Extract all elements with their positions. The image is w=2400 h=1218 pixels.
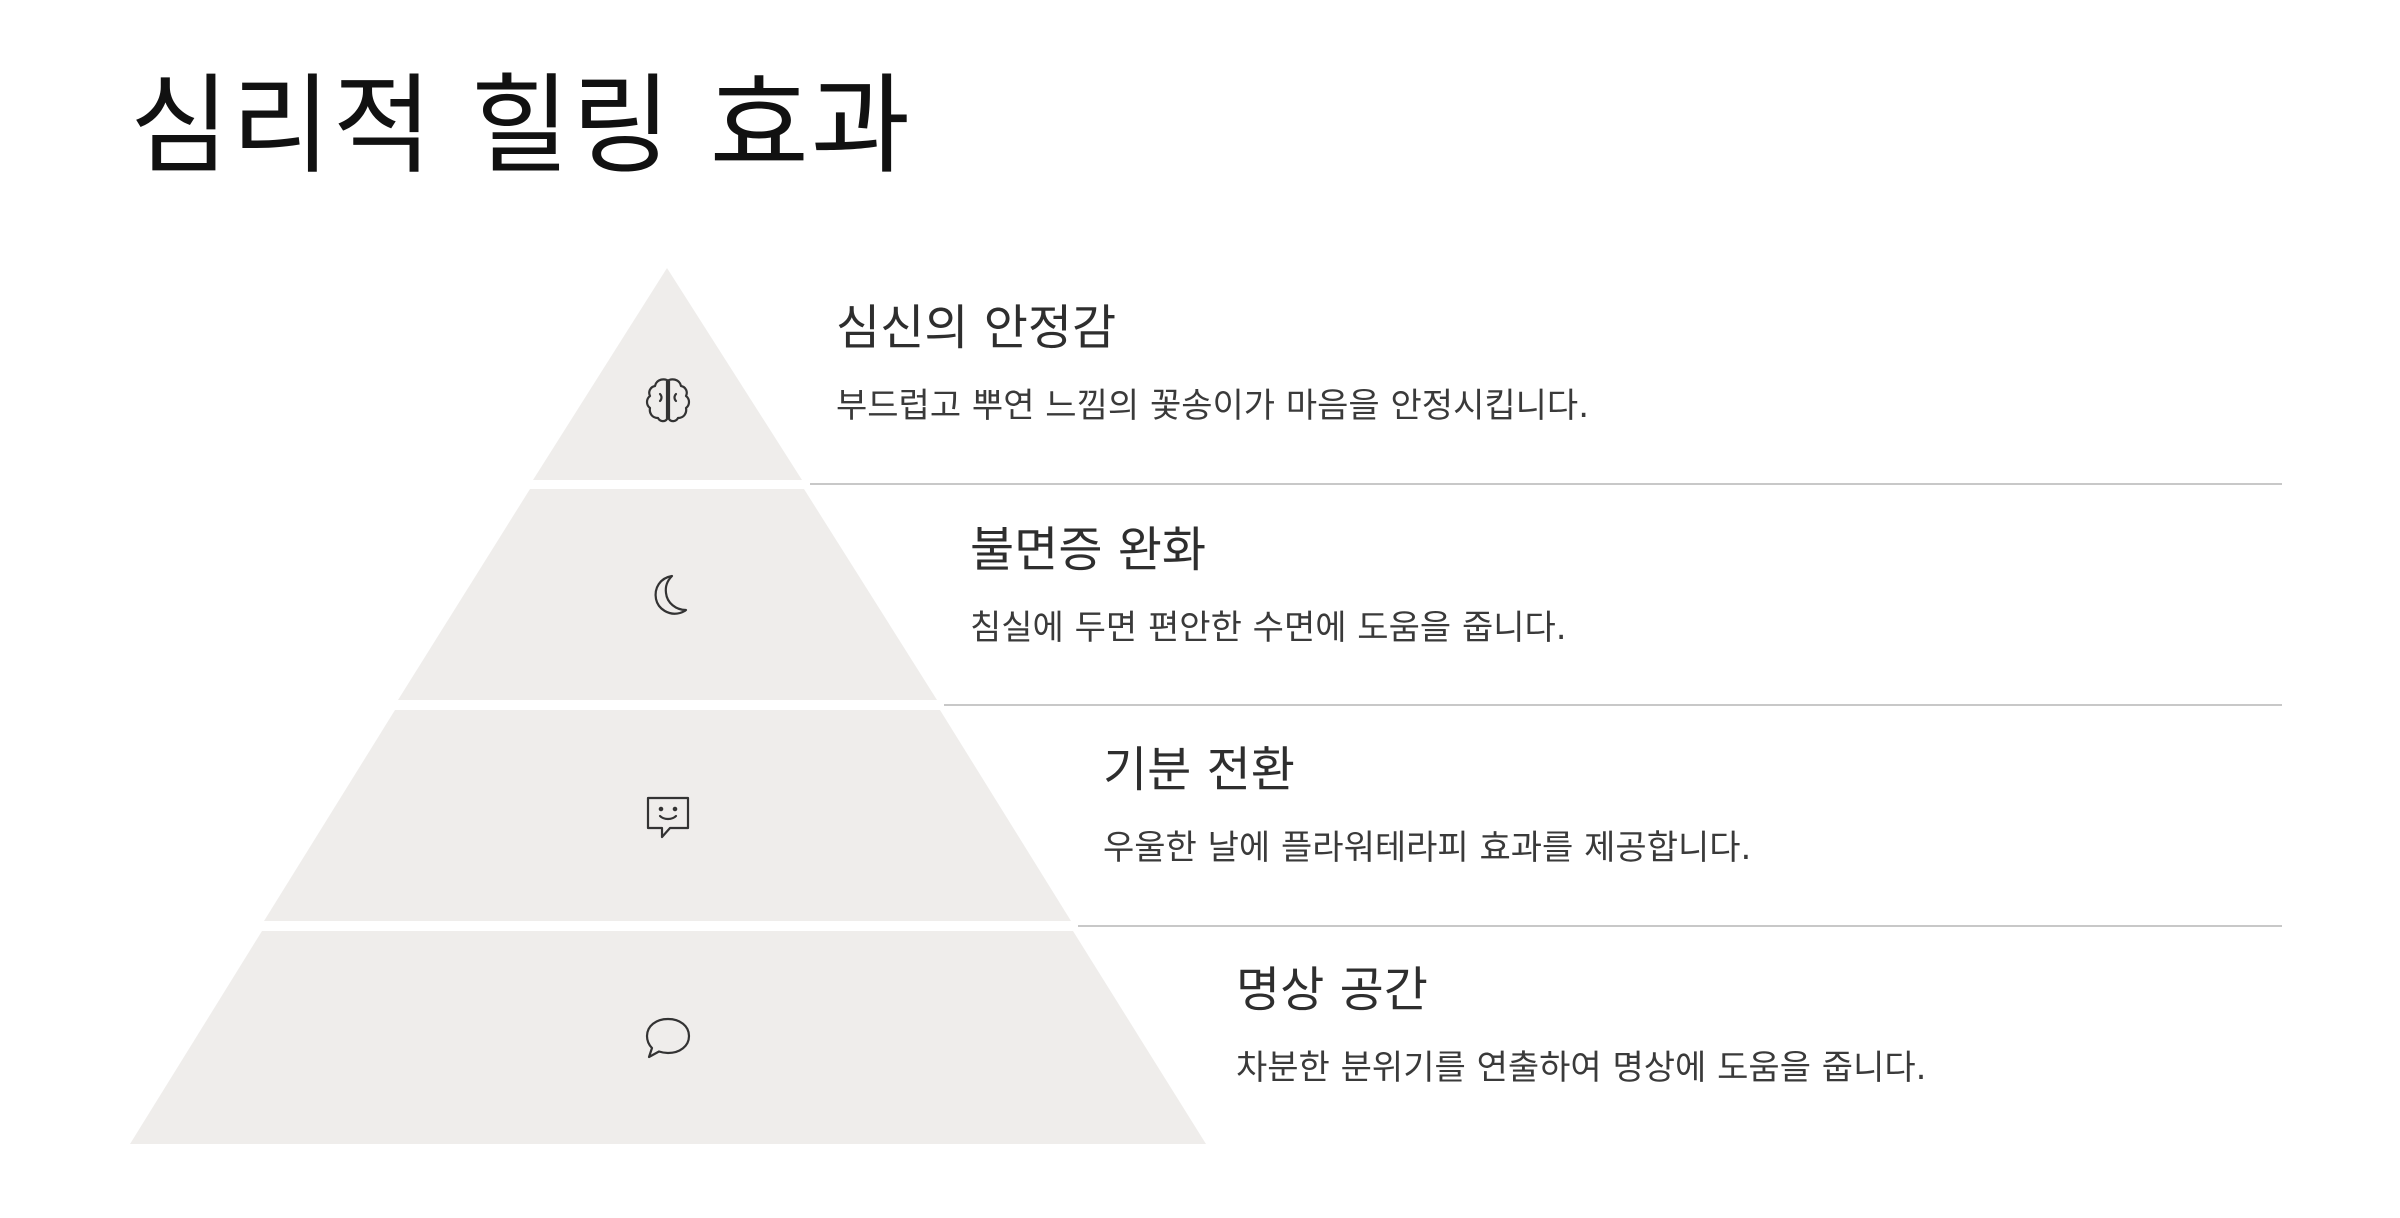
tier-2-description: 침실에 두면 편안한 수면에 도움을 줍니다. [970, 607, 1567, 648]
page-title: 심리적 힐링 효과 [130, 64, 913, 189]
tier-1-description: 부드럽고 뿌연 느낌의 꽃송이가 마음을 안정시킵니다. [836, 385, 1590, 426]
tier-2-text: 불면증 완화 침실에 두면 편안한 수면에 도움을 줍니다. [970, 522, 1567, 648]
chat-bubble-icon [640, 1010, 696, 1066]
pyramid-tier-1 [533, 268, 802, 480]
tier-1-text: 심신의 안정감 부드럽고 뿌연 느낌의 꽃송이가 마음을 안정시킵니다. [836, 300, 1589, 426]
tier-1-heading: 심신의 안정감 [836, 300, 1117, 356]
tier-3-text: 기분 전환 우울한 날에 플라워테라피 효과를 제공합니다. [1103, 742, 1751, 868]
brain-icon [640, 372, 696, 428]
tier-3-heading: 기분 전환 [1103, 742, 1295, 798]
tier-3-description: 우울한 날에 플라워테라피 효과를 제공합니다. [1103, 827, 1752, 868]
smile-message-icon [640, 788, 696, 844]
tier-4-text: 명상 공간 차분한 분위기를 연출하여 명상에 도움을 줍니다. [1236, 962, 1926, 1088]
pyramid-tier-4 [130, 931, 1206, 1144]
tier-2-heading: 불면증 완화 [970, 522, 1207, 578]
tier-4-description: 차분한 분위기를 연출하여 명상에 도움을 줍니다. [1236, 1047, 1927, 1088]
pyramid-tier-2 [398, 489, 937, 700]
pyramid-tier-3 [264, 710, 1071, 921]
tier-4-heading: 명상 공간 [1236, 962, 1428, 1018]
moon-icon [640, 568, 696, 624]
